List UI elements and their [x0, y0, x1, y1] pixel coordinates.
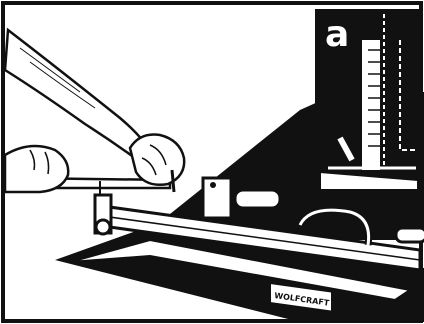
panel-label-a: a: [325, 14, 349, 55]
inset-ruler: [362, 40, 380, 170]
panel-label-b: b: [52, 280, 78, 321]
right-knob: [396, 228, 424, 242]
clamp-handle: [235, 190, 280, 208]
clamp-block: [203, 178, 231, 218]
left-hand: [5, 146, 68, 192]
